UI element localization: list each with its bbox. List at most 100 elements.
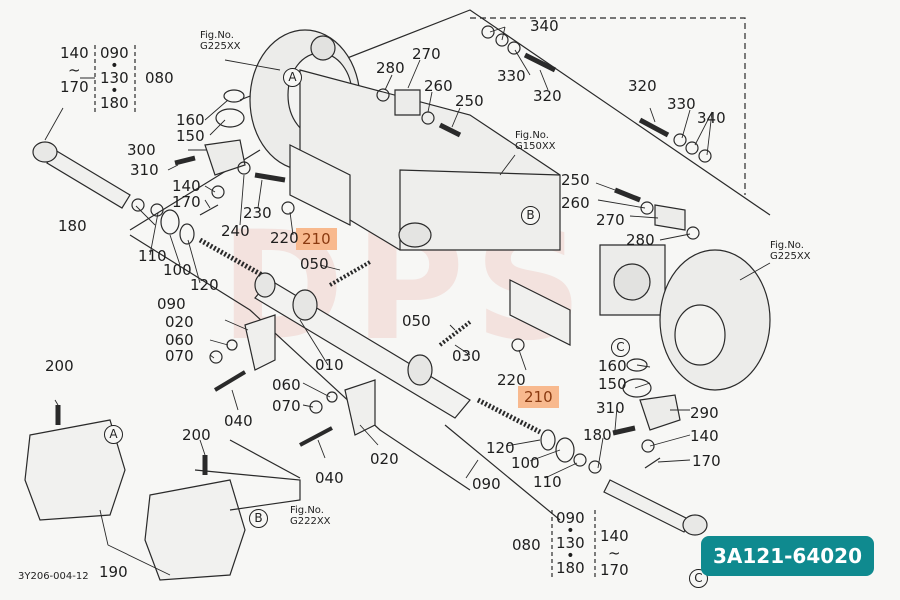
part-label-030: 030	[452, 347, 481, 365]
washer-280a	[376, 88, 390, 102]
highlight-part-210-bottom[interactable]: 210	[518, 386, 559, 408]
shaft-end-left	[254, 272, 276, 298]
spec-left-mid: 130	[100, 69, 129, 87]
seal-110b	[573, 453, 587, 467]
spec-left-ref: 080	[145, 69, 174, 87]
part-label-040: 040	[224, 412, 253, 430]
bolt-040a	[213, 370, 247, 392]
nut-070a	[209, 350, 223, 364]
right-flange-hub	[613, 263, 651, 301]
part-label-160: 160	[176, 111, 205, 129]
part-label-090: 090	[157, 295, 186, 313]
part-label-150: 150	[598, 375, 627, 393]
part-label-200: 200	[182, 426, 211, 444]
fig-ref-g225xx-top: Fig.No.G225XX	[200, 30, 241, 52]
spec-right-mid: 130	[556, 534, 585, 552]
bracket-plate-bottom	[509, 279, 571, 346]
part-label-070: 070	[272, 397, 301, 415]
bolt-320a	[523, 52, 557, 73]
spec-left-bottom: 180	[100, 94, 129, 112]
part-label-200: 200	[45, 357, 74, 375]
part-label-060: 060	[272, 376, 301, 394]
part-label-340: 340	[697, 109, 726, 127]
spec-bracket-left	[94, 45, 136, 115]
fig-ref-g150xx: Fig.No.G150XX	[515, 130, 556, 152]
part-label-120: 120	[190, 276, 219, 294]
spec-block-right: 140 ~ 170	[600, 528, 629, 579]
part-label-110: 110	[533, 473, 562, 491]
knuckle-290	[639, 394, 681, 431]
seal-150b	[622, 378, 652, 398]
pin-170b	[644, 457, 661, 469]
shaft-bearing-2	[407, 354, 433, 386]
oring-120b	[540, 429, 556, 451]
washer-340d	[698, 149, 712, 163]
washer-330b	[673, 133, 687, 147]
part-label-260: 260	[424, 77, 453, 95]
leader-lines	[44, 26, 771, 576]
fig-ref-g222xx: Fig.No.G222XX	[290, 505, 331, 527]
part-label-300: 300	[127, 141, 156, 159]
washer-060a	[226, 339, 238, 351]
axle-housing-detail	[399, 169, 561, 250]
right-housing-inner	[674, 304, 726, 366]
nut-140a	[211, 185, 225, 199]
washer-280b	[686, 226, 700, 240]
part-label-150: 150	[176, 127, 205, 145]
spec-right-top: 090	[556, 509, 585, 527]
knuckle-300	[204, 139, 246, 176]
part-label-310: 310	[596, 399, 625, 417]
spec-block-left-sizes: 090 • 130 • 180	[100, 45, 129, 112]
fig-ref-g225xx-right: Fig.No.G225XX	[770, 240, 811, 262]
highlight-part-210-top[interactable]: 210	[296, 228, 337, 250]
washer-330a	[507, 41, 521, 55]
part-label-170: 170	[172, 193, 201, 211]
bushing-270b	[654, 204, 686, 231]
housing-boss	[398, 222, 432, 248]
spec-left-from: 140	[60, 44, 89, 62]
seal-180a	[131, 198, 145, 212]
tube-left	[46, 149, 131, 209]
part-label-320: 320	[533, 87, 562, 105]
part-label-050: 050	[300, 255, 329, 273]
part-label-140: 140	[172, 177, 201, 195]
part-label-110: 110	[138, 247, 167, 265]
part-label-270: 270	[412, 45, 441, 63]
part-label-290: 290	[690, 404, 719, 422]
part-label-320: 320	[628, 77, 657, 95]
spec-bracket-right	[551, 510, 596, 580]
part-label-090: 090	[472, 475, 501, 493]
bolt-230	[254, 172, 286, 183]
part-label-180: 180	[583, 426, 612, 444]
part-label-170: 170	[692, 452, 721, 470]
ball-joint-left	[32, 141, 58, 163]
part-label-280: 280	[626, 231, 655, 249]
tube-right	[603, 479, 691, 533]
bracket-plate-top	[289, 144, 351, 226]
part-label-250: 250	[561, 171, 590, 189]
part-label-050: 050	[402, 312, 431, 330]
axle-housing	[299, 69, 561, 251]
spec-left-to: 170	[60, 78, 89, 96]
spec-left-top: 090	[100, 44, 129, 62]
stud-050b	[438, 320, 472, 347]
seal-150a	[215, 108, 245, 128]
ref-circle-c-right: C	[611, 338, 630, 357]
part-label-330: 330	[497, 67, 526, 85]
ref-circle-b-top: B	[521, 206, 540, 225]
spec-left-dot2: •	[110, 83, 119, 99]
part-label-240: 240	[221, 222, 250, 240]
washer-060b	[326, 391, 338, 403]
spec-block-left: 140 ~ 170	[60, 45, 89, 96]
part-label-020: 020	[165, 313, 194, 331]
bolt-310b	[612, 425, 636, 436]
spec-right-tilde: ~	[608, 544, 621, 562]
bolt-250b	[614, 187, 641, 203]
ref-circle-a-top: A	[283, 68, 302, 87]
seal-100b	[555, 437, 575, 463]
bolt-250a	[438, 122, 462, 138]
guard-right	[144, 479, 246, 581]
spec-right-dot2: •	[566, 548, 575, 564]
frame-line-3	[444, 424, 561, 521]
